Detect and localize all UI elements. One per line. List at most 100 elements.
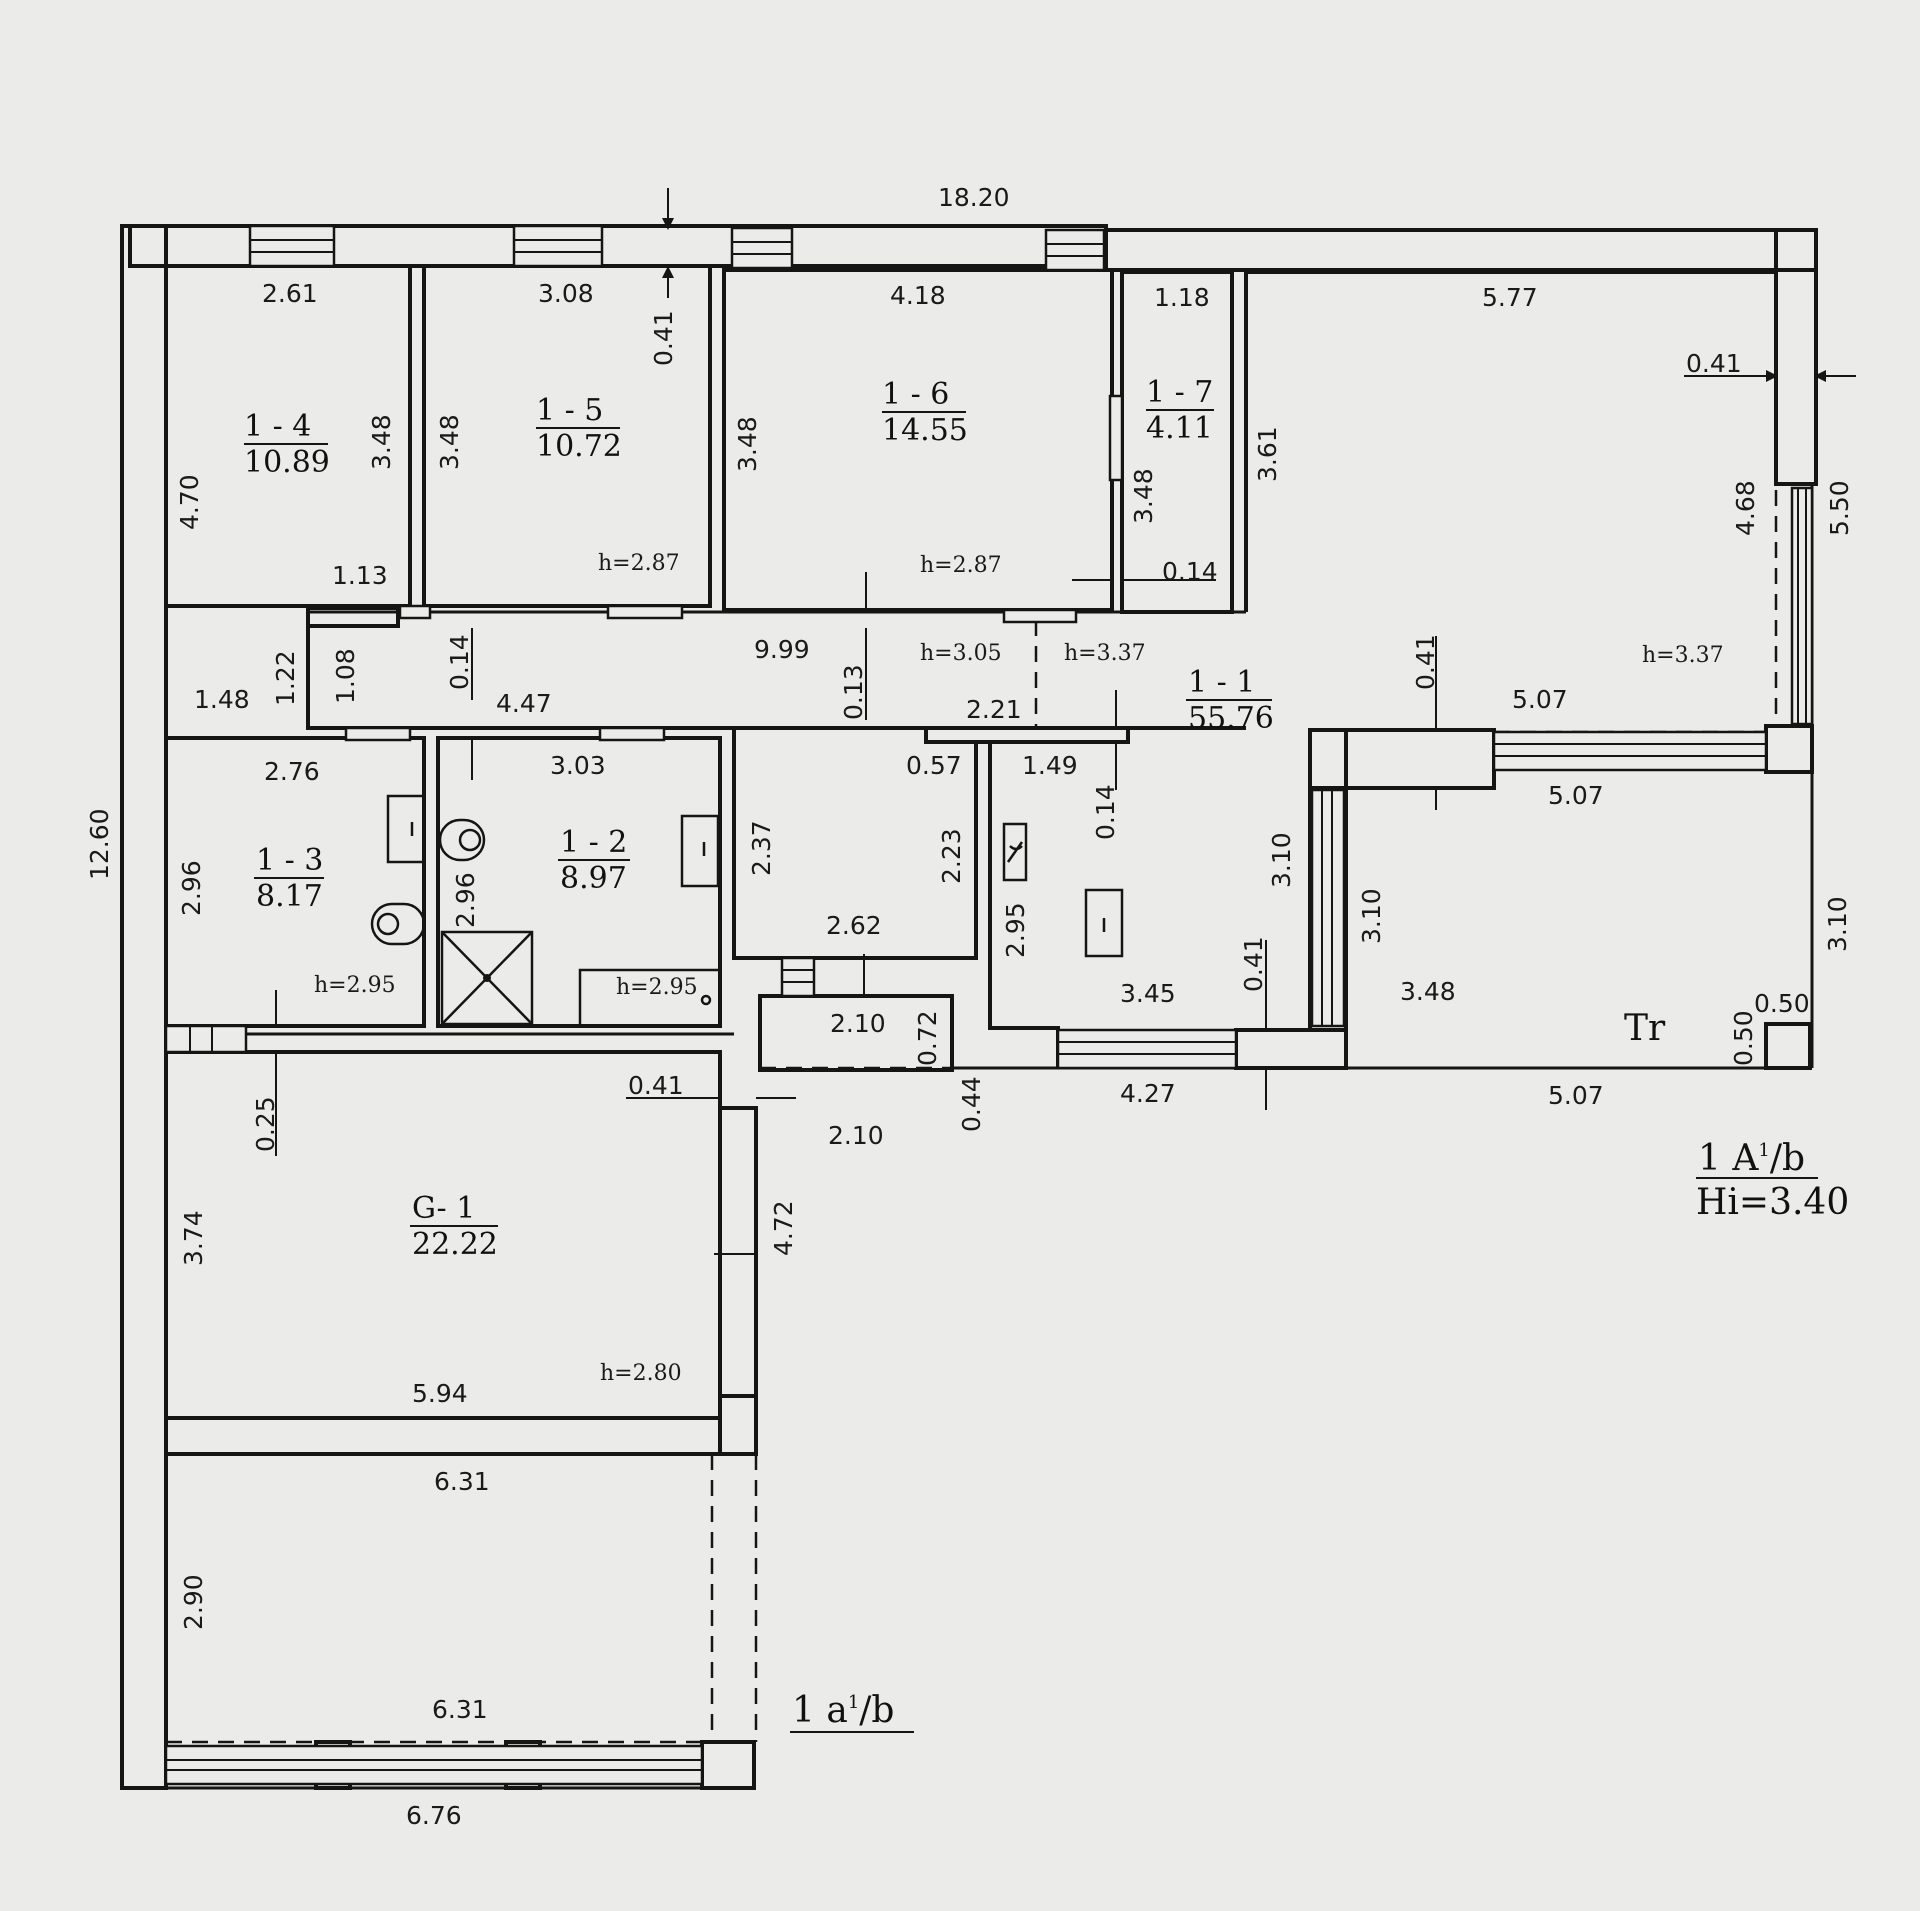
dimension-label: 2.96	[451, 872, 480, 928]
dimension-label: 6.76	[406, 1801, 462, 1830]
dimension-label: 3.48	[733, 416, 762, 472]
dimension-label: 4.27	[1120, 1079, 1176, 1108]
room-id: 1 - 6	[882, 377, 949, 412]
dimension-label: 5.77	[1482, 283, 1538, 312]
dimension-label: 3.03	[550, 751, 606, 780]
room-label-1-4: 1 - 4 10.89	[244, 409, 330, 480]
dimension-label: 0.57	[906, 751, 962, 780]
upper-level-mark: 1 A1/b Hi=3.40	[1696, 1138, 1849, 1223]
window-2	[512, 224, 604, 268]
wall-west	[120, 224, 168, 1790]
dimension-label: 3.10	[1357, 888, 1386, 944]
room-id: 1 - 3	[256, 843, 323, 878]
door-opening-5	[598, 726, 666, 742]
dimension-label: 3.08	[538, 279, 594, 308]
dimension-label: 1.13	[332, 561, 388, 590]
dimension-label: 3.48	[435, 414, 464, 470]
sink-icon	[386, 794, 426, 864]
dimension-label: 3.74	[179, 1210, 208, 1266]
room-1-3-outline	[164, 736, 426, 1028]
dimension-label: 2.96	[177, 860, 206, 916]
dimension-label: 9.99	[754, 635, 810, 664]
windows	[164, 224, 1814, 1786]
hall-outline	[732, 728, 978, 960]
window-porch	[164, 1744, 704, 1786]
room-label-1-1: 1 - 1 55.76	[1186, 665, 1274, 736]
height-label: h=3.05	[920, 641, 1002, 666]
room-id: 1 - 1	[1188, 665, 1255, 700]
room-1-1-upper-outline	[1244, 270, 1778, 612]
dimension-label: 3.48	[1400, 977, 1456, 1006]
dimension-label: 12.60	[85, 808, 114, 880]
window-south	[1056, 1028, 1238, 1070]
height-label: h=2.95	[314, 973, 396, 998]
room-id: 1 - 5	[536, 393, 603, 428]
dimension-label: 6.31	[432, 1695, 488, 1724]
dimension-label: 2.62	[826, 911, 882, 940]
dimension-label: 0.41	[1411, 634, 1440, 690]
terrace-label: Tr	[1624, 1008, 1666, 1049]
room-label-1-7: 1 - 7 4.11	[1146, 375, 1214, 446]
height-label: h=2.80	[600, 1361, 682, 1386]
dimension-label: 1.48	[194, 685, 250, 714]
window-center-column	[1310, 788, 1346, 1028]
dimension-label: 3.45	[1120, 979, 1176, 1008]
door-opening-1	[398, 604, 432, 620]
window-passage	[780, 956, 816, 998]
height-label: h=3.37	[1064, 641, 1146, 666]
dimension-label: 2.76	[264, 757, 320, 786]
height-label: h=2.95	[616, 975, 698, 1000]
room-label-1-6: 1 - 6 14.55	[882, 377, 968, 448]
room-id: 1 - 7	[1146, 375, 1213, 410]
dimension-label: 0.14	[445, 634, 474, 690]
dimension-label: 0.41	[649, 310, 678, 366]
wall-block-center	[1308, 728, 1496, 790]
dimension-label: 1.18	[1154, 283, 1210, 312]
door-opening-4	[344, 726, 412, 742]
dimension-label: 5.94	[412, 1379, 468, 1408]
window-terrace-north	[1492, 730, 1768, 772]
dimension-label: 1.49	[1022, 751, 1078, 780]
room-area: 8.97	[560, 861, 627, 896]
dimension-label: 5.07	[1548, 781, 1604, 810]
height-labels: h=2.87 h=2.87 h=3.05 h=3.37 h=3.37 h=2.9…	[314, 551, 1724, 1386]
kitchen-sink-icon	[1084, 888, 1124, 958]
fixtures	[370, 794, 1124, 1028]
room-label-1-2: 1 - 2 8.97	[558, 825, 630, 896]
room-label-1-3: 1 - 3 8.17	[254, 843, 324, 914]
room-area: 14.55	[882, 413, 968, 448]
shower-tray-icon	[440, 930, 534, 1026]
dimension-label: 4.70	[175, 474, 204, 530]
dimension-label: 5.50	[1825, 480, 1854, 536]
dimension-label: 1.22	[271, 650, 300, 706]
dimension-label: 0.50	[1754, 989, 1810, 1018]
dimension-label: 2.95	[1001, 902, 1030, 958]
door-opening-2	[606, 604, 684, 620]
dimension-label: 6.31	[434, 1467, 490, 1496]
sink-icon-2	[680, 814, 720, 888]
window-4	[1044, 228, 1106, 272]
dimensions: 18.20 2.61 3.08 4.18 1.18 5.77 0.41 0.41…	[85, 183, 1854, 1830]
dimension-label: 2.61	[262, 279, 318, 308]
dimension-label: 0.41	[1239, 936, 1268, 992]
dimension-label: 4.68	[1731, 480, 1760, 536]
level-mark: 1 a1/b	[792, 1690, 894, 1731]
dimension-label: 3.10	[1267, 832, 1296, 888]
dimension-label: 0.14	[1091, 784, 1120, 840]
dimension-label: 2.90	[179, 1574, 208, 1630]
dimension-label: 2.10	[828, 1121, 884, 1150]
window-west-lower	[164, 1024, 248, 1054]
window-1-7-side	[1108, 394, 1124, 482]
room-label-g-1: G- 1 22.22	[410, 1191, 498, 1262]
passage-block	[758, 994, 954, 1072]
wall-g1-east-end	[718, 1394, 758, 1456]
room-id: G- 1	[412, 1191, 475, 1226]
height-label: h=2.87	[920, 553, 1002, 578]
bathtub-icon	[578, 968, 722, 1028]
height-label: h=3.37	[1642, 643, 1724, 668]
room-area: 8.17	[256, 879, 323, 914]
toilet-icon-2	[370, 902, 426, 946]
window-east	[1790, 486, 1814, 726]
dimension-label: 2.23	[937, 828, 966, 884]
dimension-label: 0.41	[628, 1071, 684, 1100]
